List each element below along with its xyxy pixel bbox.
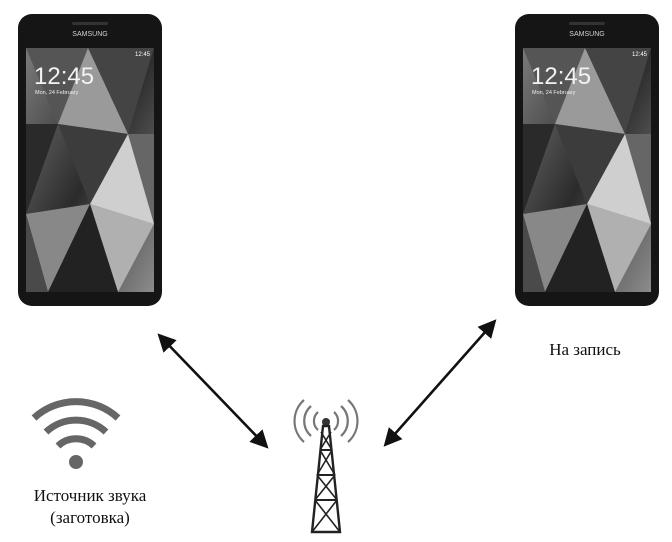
status-time: 12:45 (632, 52, 648, 58)
phone-brand: SAMSUNG (569, 31, 604, 38)
phone-left: SAMSUNG 12:45 12:45 Mon, 24 February (18, 14, 162, 306)
phone-right: SAMSUNG 12:45 12:45 Mon, 24 February (515, 14, 659, 306)
lock-date: Mon, 24 February (35, 90, 79, 96)
wallpaper (26, 48, 154, 292)
wallpaper (523, 48, 651, 292)
arrow-tower-to-right (383, 319, 497, 447)
sound-source-label: Источник звука (заготовка) (10, 485, 170, 529)
speaker-grille (569, 22, 605, 25)
phone-brand: SAMSUNG (72, 31, 107, 38)
sound-source-label-line2: (заготовка) (50, 508, 130, 527)
arrow-left-to-tower (157, 333, 269, 449)
lock-time: 12:45 (34, 63, 94, 90)
cell-tower-icon (293, 399, 359, 534)
status-time: 12:45 (135, 52, 151, 58)
speaker-grille (72, 22, 108, 25)
lock-time: 12:45 (531, 63, 591, 90)
sound-source-label-line1: Источник звука (33, 486, 147, 505)
lock-date: Mon, 24 February (532, 90, 576, 96)
record-label: На запись (549, 340, 621, 359)
wifi-signal-icon (31, 398, 121, 469)
